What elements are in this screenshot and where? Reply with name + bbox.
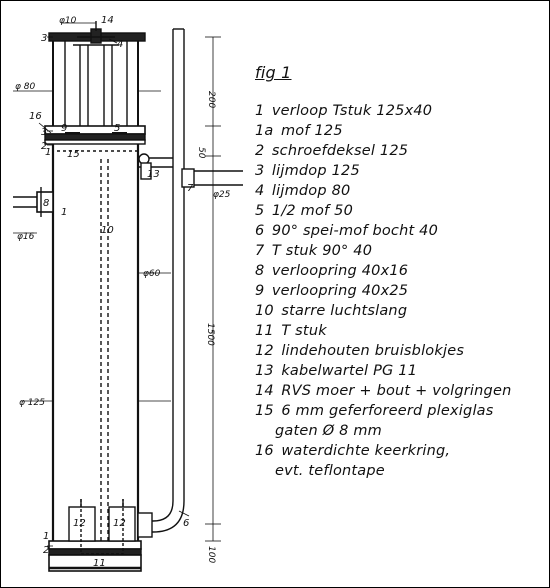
callout-12-right: 12 [113, 518, 126, 529]
callout-4: 4 [117, 39, 123, 50]
callout-12-left: 12 [73, 518, 86, 529]
callout-7: 7 [187, 183, 194, 194]
legend-item: 4 lijmdop 80 [255, 181, 545, 201]
legend-item-continuation: gaten Ø 8 mm [275, 423, 383, 439]
legend-item: 12 lindehouten bruisblokjes [255, 341, 545, 361]
legend-item-text: starre luchtslang [281, 303, 408, 319]
legend-item-text: mof 125 [280, 123, 343, 139]
dim-phi125: φ 125 [19, 398, 45, 408]
legend-item: 1a mof 125 [255, 121, 545, 141]
legend-item-number: 15 [255, 403, 274, 419]
legend-item: 2 schroefdeksel 125 [255, 141, 545, 161]
side-inlet [13, 187, 54, 217]
legend-item-continuation: evt. teflontape [275, 463, 385, 479]
dim-phi60: φ60 [143, 269, 161, 279]
legend-item-text: lindehouten bruisblokjes [281, 343, 465, 359]
legend-item-text: verloopring 40x25 [271, 283, 409, 299]
callout-3-top: 3 [41, 33, 47, 44]
legend-item-text: lijmdop 125 [271, 163, 360, 179]
legend-item-number: 2 [255, 143, 265, 159]
legend-item: 16 waterdichte keerkring, evt. teflontape [255, 441, 545, 481]
legend-item-number: 1 [255, 103, 265, 119]
dim-1500: 1500 [205, 323, 215, 346]
callout-1-bottom: 1 [43, 531, 49, 542]
legend-item-number: 7 [255, 243, 265, 259]
legend-item-text: verloopring 40x16 [271, 263, 409, 279]
legend-item-text: T stuk [281, 323, 327, 339]
legend-item-number: 6 [255, 223, 265, 239]
legend-item: 15 6 mm geferforeerd plexiglas gaten Ø 8 … [255, 401, 545, 441]
figure-title: fig 1 [255, 63, 292, 82]
legend-item: 8 verloopring 40x16 [255, 261, 545, 281]
legend-item-number: 10 [255, 303, 274, 319]
legend-item-text: schroefdeksel 125 [271, 143, 409, 159]
dim-100: 100 [206, 546, 216, 563]
legend-item-text: verloop Tstuk 125x40 [271, 103, 433, 119]
callout-2-top: 2 [41, 141, 47, 152]
legend-item-number: 14 [255, 383, 274, 399]
legend-item-text: 6 mm geferforeerd plexiglas [281, 403, 494, 419]
callout-1-left: 1 [61, 207, 67, 218]
main-tube [51, 143, 140, 541]
callout-1-top: 1 [45, 147, 51, 158]
bottom-cap [48, 499, 142, 572]
callout-5: 5 [114, 123, 120, 134]
legend-item: 3 lijmdop 125 [255, 161, 545, 181]
legend-item: 10 starre luchtslang [255, 301, 545, 321]
callout-11: 11 [93, 558, 106, 569]
legend-item-number: 5 [255, 203, 265, 219]
callout-6: 6 [183, 518, 189, 529]
legend-item-text: lijmdop 80 [271, 183, 351, 199]
dim-phi16: φ16 [17, 232, 35, 242]
legend-item-number: 11 [255, 323, 274, 339]
legend-item-number: 9 [255, 283, 265, 299]
dim-phi25: φ25 [213, 190, 231, 200]
legend-item: 11 T stuk [255, 321, 545, 341]
legend-item-number: 1a [255, 123, 274, 139]
legend-item-number: 16 [255, 443, 274, 459]
return-pipe [137, 28, 243, 538]
legend-item-text: RVS moer + bout + volgringen [281, 383, 512, 399]
legend-item: 9 verloopring 40x25 [255, 281, 545, 301]
callout-14: 14 [101, 15, 114, 26]
callout-13: 13 [147, 169, 160, 180]
callout-3-mid: 3 [41, 127, 47, 138]
legend-item: 7 T stuk 90° 40 [255, 241, 545, 261]
legend-item-text: 1/2 mof 50 [271, 203, 353, 219]
legend-item-text: 90° spei-mof bocht 40 [271, 223, 439, 239]
legend-item-text: T stuk 90° 40 [271, 243, 373, 259]
dimension-lines [13, 22, 221, 542]
callout-8: 8 [43, 198, 49, 209]
dim-200: 200 [206, 91, 216, 108]
legend-item: 5 1/2 mof 50 [255, 201, 545, 221]
legend-item-number: 12 [255, 343, 274, 359]
legend-item-number: 3 [255, 163, 265, 179]
legend-item-number: 4 [255, 183, 265, 199]
leader-lines [38, 36, 190, 547]
dim-phi10: φ10 [59, 16, 77, 26]
legend-item: 13 kabelwartel PG 11 [255, 361, 545, 381]
callout-9: 9 [61, 123, 67, 134]
callout-15: 15 [67, 149, 80, 160]
legend-item: 14 RVS moer + bout + volgringen [255, 381, 545, 401]
dim-50: 50 [196, 147, 206, 159]
legend-item: 6 90° spei-mof bocht 40 [255, 221, 545, 241]
legend-item-number: 13 [255, 363, 274, 379]
callout-16: 16 [29, 111, 42, 122]
legend-item-number: 8 [255, 263, 265, 279]
air-hose [100, 159, 109, 553]
top-cap [44, 21, 146, 152]
dim-phi80: φ 80 [15, 82, 36, 92]
callout-2-bottom: 2 [43, 545, 49, 556]
legend-item-text: waterdichte keerkring, [281, 443, 451, 459]
legend-item: 1 verloop Tstuk 125x40 [255, 101, 545, 121]
callout-10: 10 [101, 225, 114, 236]
legend-item-text: kabelwartel PG 11 [281, 363, 418, 379]
